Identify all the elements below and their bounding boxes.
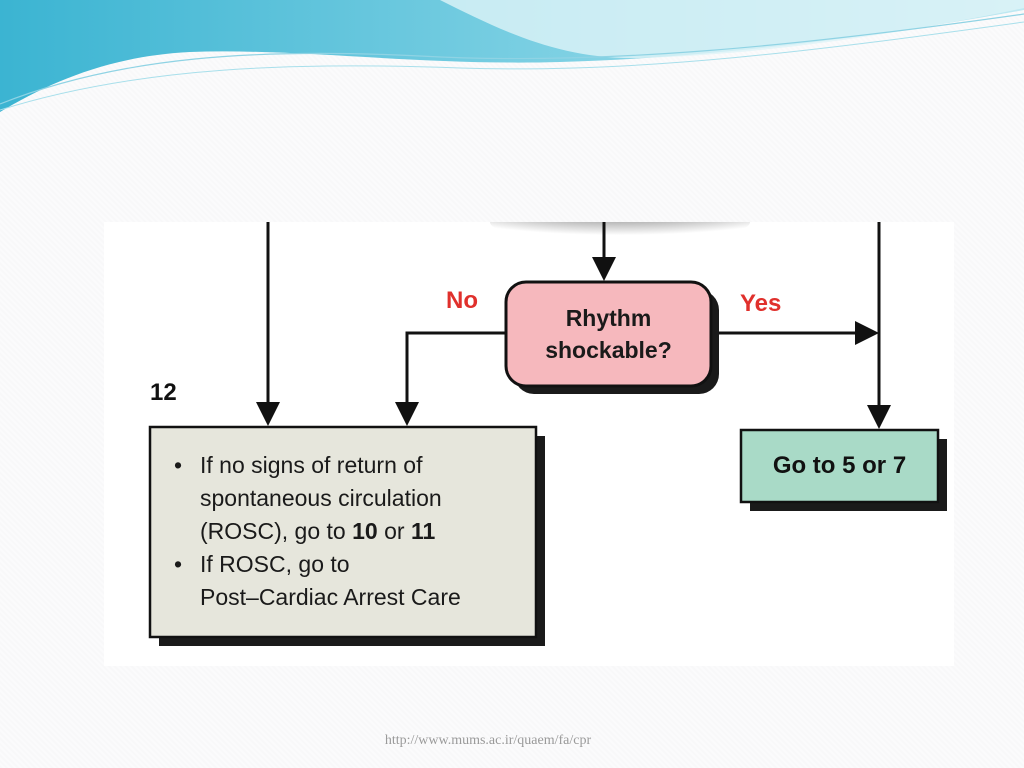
branch-label-yes: Yes xyxy=(740,290,782,317)
bullet1-line-3: (ROSC), go to 10 or 11 xyxy=(200,515,524,548)
box12-bullet-1: If no signs of return of spontaneous cir… xyxy=(174,449,524,548)
decision-node-text: Rhythm shockable? xyxy=(506,282,711,386)
footer-url: http://www.mums.ac.ir/quaem/fa/cpr xyxy=(384,733,592,748)
go-box-text: Go to 5 or 7 xyxy=(772,452,907,479)
arrow-no-branch xyxy=(395,331,506,426)
bullet1-line-1: If no signs of return of xyxy=(200,452,423,478)
decision-line-2: shockable? xyxy=(545,337,672,363)
decision-line-1: Rhythm xyxy=(565,305,652,331)
header-wave-decoration xyxy=(0,0,1024,112)
bullet1-joiner: or xyxy=(377,518,411,544)
bullet1-line-2: spontaneous circulation xyxy=(200,485,442,511)
box12-bullet-2: If ROSC, go to Post–Cardiac Arrest Care xyxy=(174,548,524,614)
step-number-12: 12 xyxy=(150,379,177,406)
flowchart-panel: No Yes 12 Rhythm shockable? If no signs … xyxy=(104,222,954,666)
go-box-node xyxy=(739,428,940,504)
previous-node-shadow xyxy=(490,222,750,244)
bullet2-line-1: If ROSC, go to xyxy=(200,551,350,577)
bullet1-ref-10: 10 xyxy=(352,518,378,544)
bullet2-line-2: Post–Cardiac Arrest Care xyxy=(200,584,461,610)
bullet1-line-3-start: (ROSC), go to xyxy=(200,518,353,544)
branch-label-no: No xyxy=(446,287,478,314)
bullet1-ref-11: 11 xyxy=(410,518,436,544)
box12-content: If no signs of return of spontaneous cir… xyxy=(174,449,524,614)
decision-node xyxy=(504,280,713,388)
